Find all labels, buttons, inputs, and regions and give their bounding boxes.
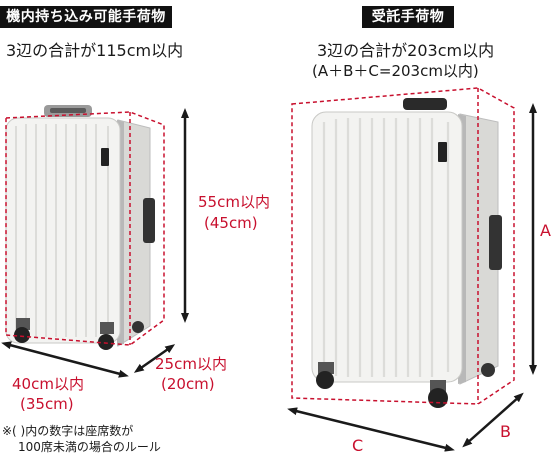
carry-on-size-box: [5, 111, 165, 346]
carry-on-depth-label: 25cm以内: [155, 355, 227, 373]
checked-size-box: [291, 87, 515, 405]
checked-baggage-tag: 受託手荷物: [362, 6, 454, 28]
footnote-line-2: 100席未満の場合のルール: [18, 440, 161, 454]
carry-on-width-label: 40cm以内: [12, 375, 84, 393]
checked-label-b: B: [500, 422, 511, 441]
checked-depth-arrow: [462, 392, 524, 448]
carry-on-height-sub: (45cm): [204, 214, 258, 232]
checked-suitcase-icon: [311, 98, 502, 408]
checked-label-a: A: [540, 221, 551, 240]
checked-width-arrow: [287, 407, 455, 452]
checked-label-c: C: [352, 436, 364, 455]
carry-on-depth-arrow: [133, 344, 176, 373]
carry-on-rule: 3辺の合計が115cm以内: [6, 41, 184, 60]
carry-on-height-label: 55cm以内: [198, 193, 270, 211]
carry-on-tag: 機内持ち込み可能手荷物: [0, 6, 172, 28]
carry-on-suitcase-icon: [5, 105, 155, 350]
carry-on-width-sub: (35cm): [20, 395, 74, 413]
checked-rule-formula: (A＋B＋C=203cm以内): [312, 62, 479, 80]
carry-on-width-arrow: [1, 341, 129, 378]
footnote-line-1: ※( )内の数字は座席数が: [2, 424, 134, 438]
checked-rule: 3辺の合計が203cm以内: [317, 41, 495, 60]
carry-on-depth-sub: (20cm): [161, 375, 215, 393]
